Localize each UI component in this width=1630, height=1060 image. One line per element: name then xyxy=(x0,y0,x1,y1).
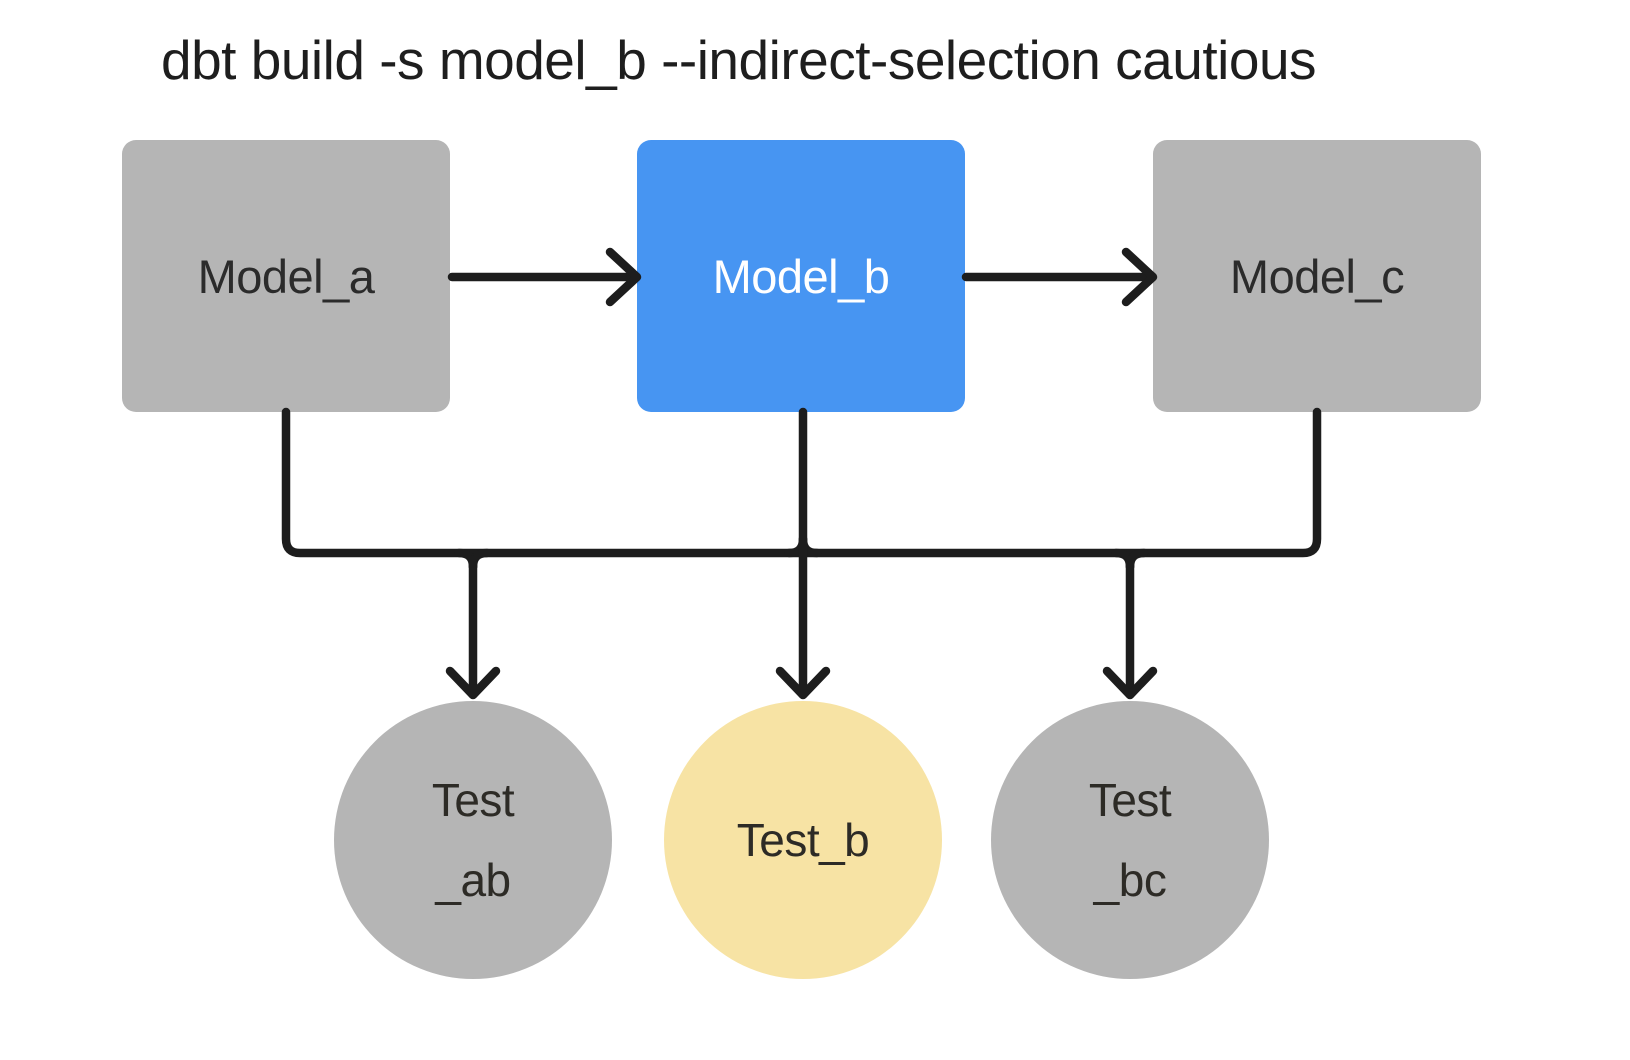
fillet-model-b-right xyxy=(798,534,822,558)
test-bc-label-line1: Test xyxy=(1088,774,1172,826)
arrowhead-model-b-icon xyxy=(605,247,642,307)
fillet-test-bc-left xyxy=(1111,548,1135,572)
test-bc-label-line2: _bc xyxy=(1093,854,1167,906)
test-ab-node: Test _ab xyxy=(334,701,612,979)
model-c-label: Model_c xyxy=(1229,249,1405,303)
arrowhead-test-ab-icon xyxy=(445,666,501,700)
fillet-test-ab-left xyxy=(454,548,478,572)
fillet-test-ab-right xyxy=(468,548,492,572)
test-ab-label-line2: _ab xyxy=(435,854,511,906)
model-b-node-selected: Model_b xyxy=(637,140,965,412)
fillet-model-b-left xyxy=(784,534,808,558)
model-a-node: Model_a xyxy=(122,140,450,412)
arrowhead-model-c-icon xyxy=(1121,247,1158,307)
model-b-label: Model_b xyxy=(712,249,890,303)
model-c-node: Model_c xyxy=(1153,140,1481,412)
test-b-node-selected: Test_b xyxy=(664,701,942,979)
test-b-label: Test_b xyxy=(736,814,870,866)
fillet-test-bc-right xyxy=(1125,548,1149,572)
test-bc-node: Test _bc xyxy=(991,701,1269,979)
model-a-label: Model_a xyxy=(197,249,375,303)
arrowhead-test-bc-icon xyxy=(1102,666,1158,700)
edge-spine xyxy=(281,407,1322,558)
test-ab-label-line1: Test xyxy=(431,774,515,826)
command-title: dbt build -s model_b --indirect-selectio… xyxy=(161,29,1317,91)
arrowhead-test-b-icon xyxy=(775,666,831,700)
